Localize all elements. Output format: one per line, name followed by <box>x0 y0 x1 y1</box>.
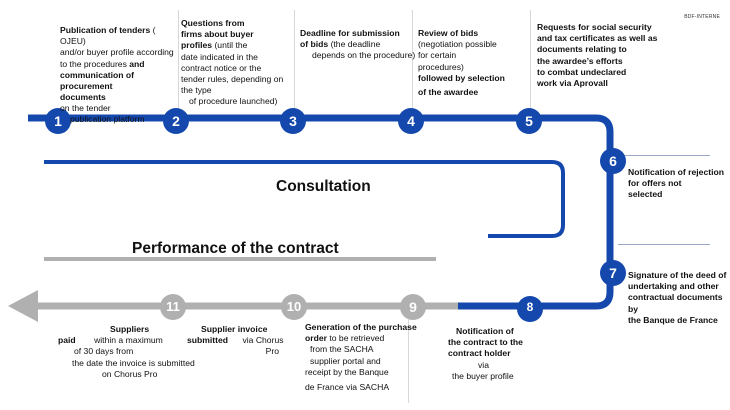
step-9-marker: 9 <box>400 294 426 320</box>
step-10-text: Supplier invoice submitted via Chorus Pr… <box>187 324 284 357</box>
guide-line <box>294 10 295 110</box>
step-6-text: Notification of rejection for offers not… <box>628 167 724 200</box>
arrow-head-left-icon <box>8 290 38 322</box>
classification-tag: BDF-INTERNE <box>684 14 720 20</box>
step-10-marker: 10 <box>281 294 307 320</box>
step-2-text: Questions from firms about buyer profile… <box>181 18 284 107</box>
step-5-text: Requests for social security and tax cer… <box>537 22 658 88</box>
step-11-text: Suppliers paid within a maximum of 30 da… <box>58 324 195 379</box>
guide-line <box>530 10 531 110</box>
step-11-marker: 11 <box>160 294 186 320</box>
guide-line <box>178 10 179 110</box>
guide-line <box>412 10 413 110</box>
performance-label: Performance of the contract <box>132 240 339 257</box>
consultation-label: Consultation <box>276 178 371 195</box>
guide-line <box>408 318 409 403</box>
step-7-marker: 7 <box>600 260 626 286</box>
step-4-text: Review of bids (negotiation possible for… <box>418 28 505 97</box>
step-7-text: Signature of the deed of undertaking and… <box>628 270 727 325</box>
step-3-text: Deadline for submission of bids (the dea… <box>300 28 416 61</box>
step-2-marker: 2 <box>163 108 189 134</box>
step-8-marker: 8 <box>517 296 543 322</box>
step-4-marker: 4 <box>398 108 424 134</box>
step-8-text: Notification of the contract to the cont… <box>448 326 523 381</box>
consultation-bracket <box>44 160 565 238</box>
step-1-marker: 1 <box>45 108 71 134</box>
step-3-marker: 3 <box>280 108 306 134</box>
step-6-marker: 6 <box>600 148 626 174</box>
step-1-text: Publication of tenders ( OJEU) and/or bu… <box>60 25 174 125</box>
step-5-marker: 5 <box>516 108 542 134</box>
main-blue-path <box>28 114 614 310</box>
step-9-text: Generation of the purchase order to be r… <box>305 322 417 392</box>
guide-line <box>618 244 710 245</box>
guide-line <box>618 155 710 156</box>
